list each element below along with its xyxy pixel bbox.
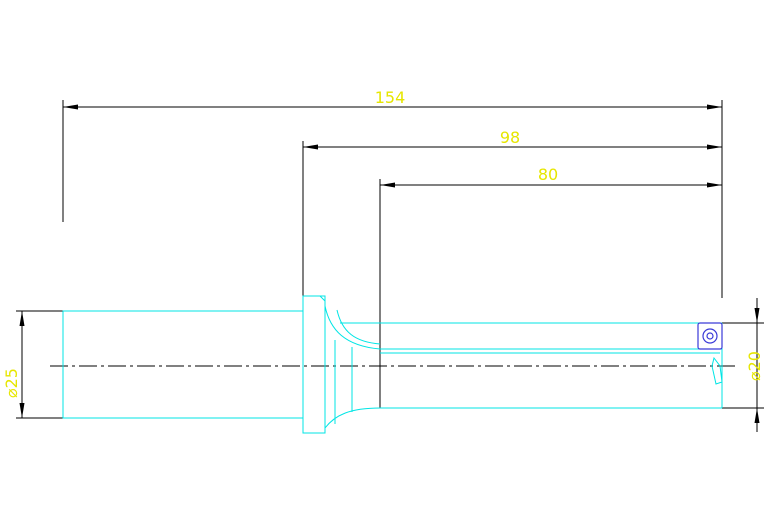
cutting-tip-edge — [711, 356, 723, 385]
arrow-left-154 — [63, 104, 78, 110]
insert-screw-outer — [702, 328, 718, 344]
shank — [62, 310, 304, 419]
neck-taper-top — [324, 305, 381, 350]
arrow-left-80 — [380, 182, 395, 188]
flange — [302, 295, 326, 434]
dimension-label-154: 154 — [375, 88, 406, 107]
flange-chamfer-top — [303, 295, 326, 302]
dimension-label-shank-diameter: ⌀25 — [2, 368, 21, 398]
dimension-label-80: 80 — [538, 165, 558, 184]
dimension-80: 80 — [379, 165, 722, 408]
arrow-right-154 — [707, 104, 722, 110]
arrow-bottom-shank — [19, 403, 25, 418]
dimension-label-98: 98 — [500, 128, 520, 147]
dimension-154: 154 — [62, 88, 723, 298]
dimension-label-drill-diameter: ⌀20 — [745, 351, 764, 381]
neck-fillet-inner — [336, 309, 381, 345]
arrow-bottom-drill — [754, 408, 760, 423]
arrow-right-80 — [707, 182, 722, 188]
insert-screw-inner — [706, 332, 714, 340]
insert-body — [697, 322, 723, 350]
arrow-top-drill — [754, 308, 760, 323]
cutting-insert — [697, 322, 723, 350]
arrow-top-shank — [19, 311, 25, 326]
dimension-drill-diameter: ⌀20 — [722, 298, 764, 432]
dimension-shank-diameter: ⌀25 — [2, 310, 63, 419]
dimension-98: 98 — [302, 128, 722, 296]
neck-taper-bottom — [324, 407, 381, 429]
drill-tool-outline — [62, 295, 723, 434]
arrow-right-98 — [707, 144, 722, 150]
arrow-left-98 — [303, 144, 318, 150]
